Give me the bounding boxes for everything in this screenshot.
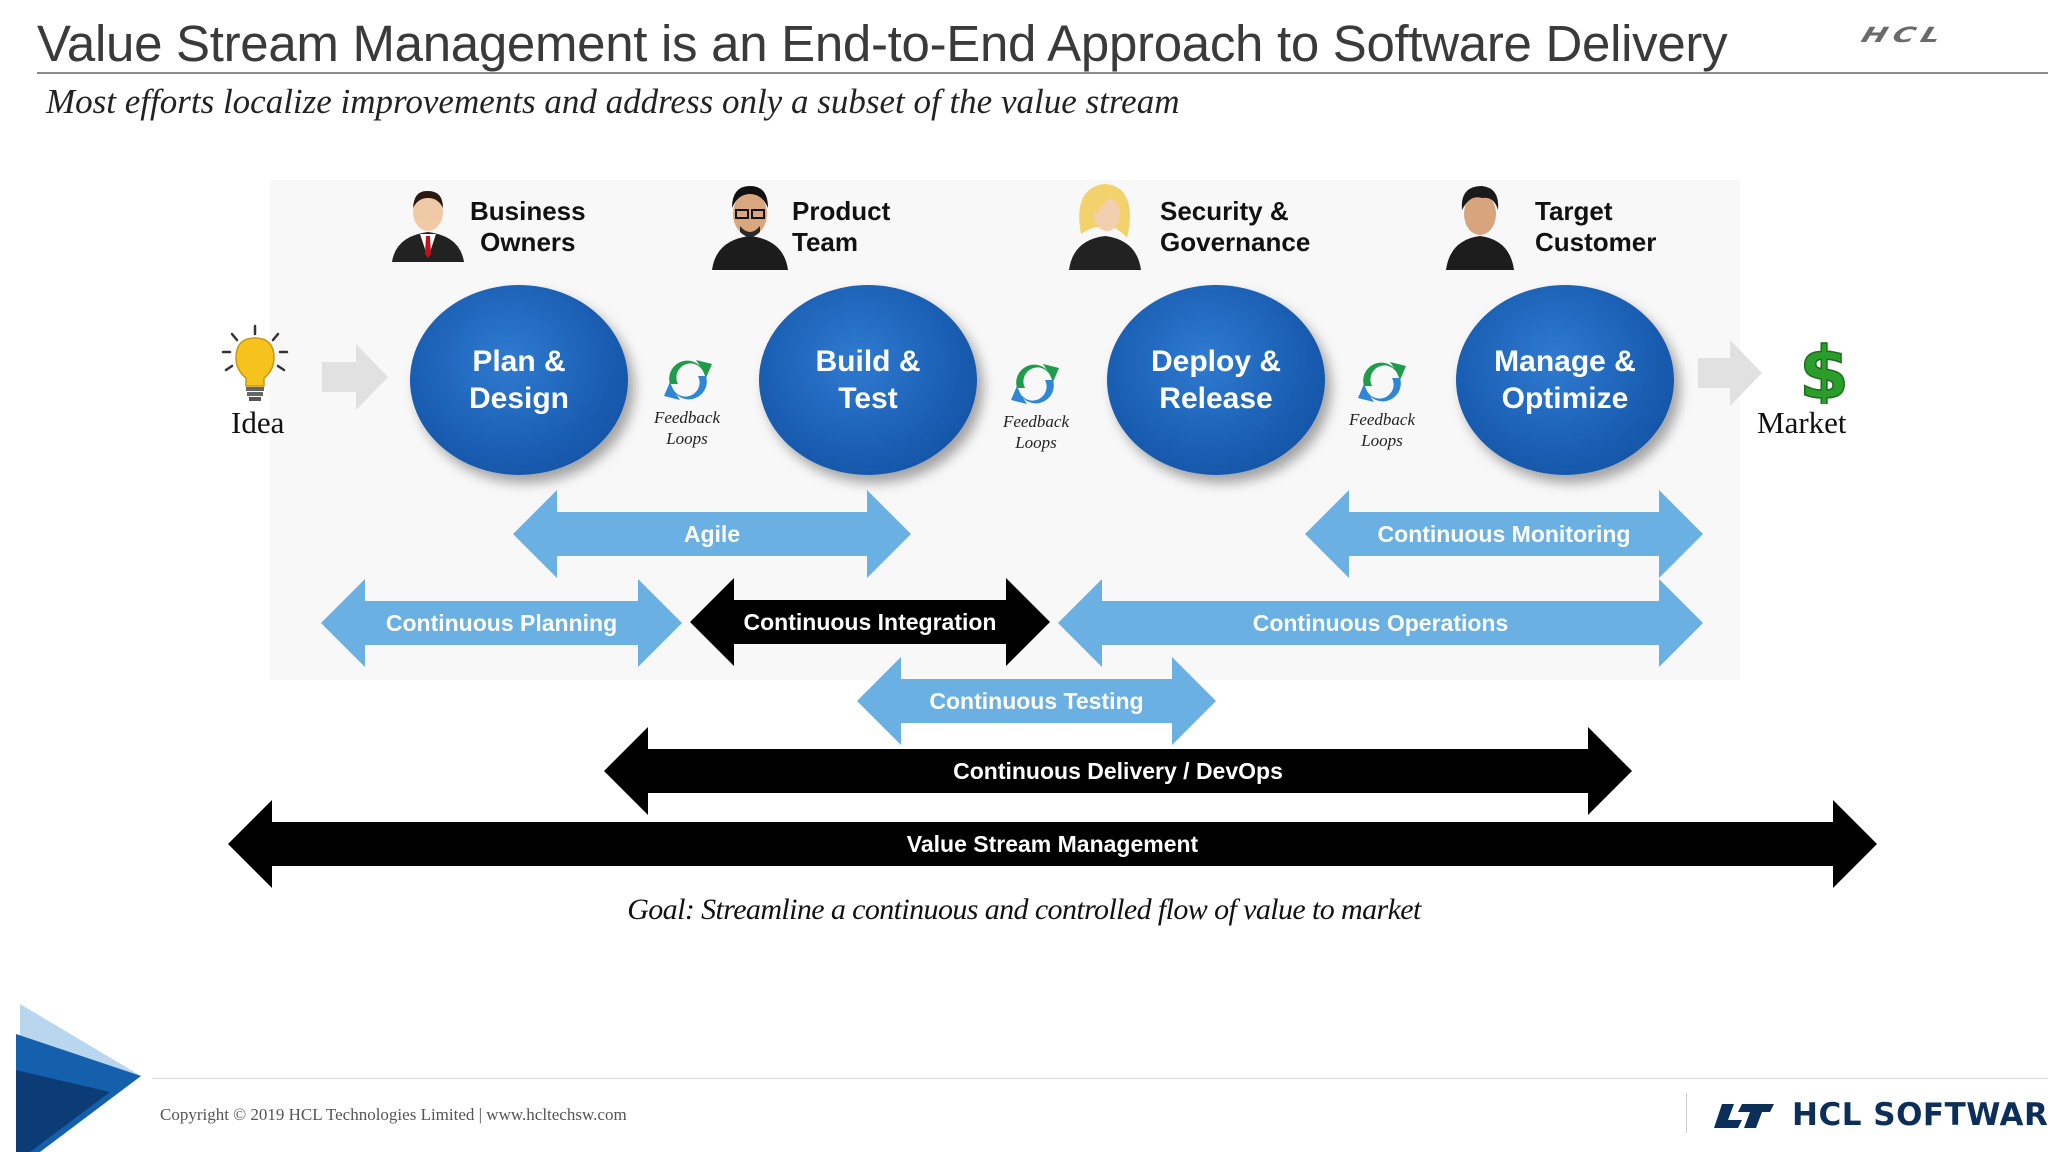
- page-subtitle: Most efforts localize improvements and a…: [46, 82, 1180, 121]
- continuous-planning-arrow: [321, 579, 682, 667]
- feedback-loop-icon: [664, 360, 712, 400]
- title-divider: [37, 72, 2048, 74]
- continuous-testing-label: Continuous Testing: [929, 687, 1144, 714]
- agile-label: Agile: [683, 520, 741, 547]
- footer-divider: [152, 1078, 2048, 1079]
- role-label-security-governance: Security &Governance: [1160, 196, 1311, 257]
- svg-text:$: $: [1799, 334, 1849, 404]
- flow-arrow-in: [322, 344, 388, 410]
- continuous-monitoring-label: Continuous Monitoring: [1377, 520, 1631, 547]
- footer-separator: [1686, 1093, 1687, 1133]
- continuous-monitoring-arrow: [1305, 490, 1703, 578]
- value-stream-management-arrow: [228, 800, 1877, 888]
- customer-avatar-icon: [1446, 186, 1514, 270]
- businessman-avatar-icon: [392, 190, 464, 262]
- continuous-operations-arrow: [1058, 579, 1703, 667]
- stage-build-test: Build &Test: [759, 285, 977, 475]
- dollar-sign-icon: $: [1798, 334, 1850, 404]
- developer-avatar-icon: [712, 186, 788, 270]
- copyright-text: Copyright © 2019 HCL Technologies Limite…: [160, 1105, 627, 1124]
- goal-statement: Goal: Streamline a continuous and contro…: [627, 893, 1421, 926]
- feedback-loop-icon: [1011, 364, 1059, 404]
- brand-name: HCL SOFTWARE: [1792, 1097, 2048, 1133]
- continuous-integration-label: Continuous Integration: [743, 608, 997, 635]
- continuous-delivery-arrow: [604, 727, 1632, 815]
- continuous-delivery-label: Continuous Delivery / DevOps: [953, 757, 1283, 784]
- agile-arrow: [513, 490, 911, 578]
- page-title: Value Stream Management is an End-to-End…: [37, 15, 1728, 72]
- continuous-planning-label: Continuous Planning: [385, 609, 618, 636]
- woman-avatar-icon: [1069, 184, 1141, 270]
- stage-plan-design: Plan &Design: [410, 285, 628, 475]
- value-stream-management-label: Value Stream Management: [906, 830, 1199, 857]
- continuous-operations-label: Continuous Operations: [1252, 609, 1509, 636]
- corner-triangle-decoration: [16, 1004, 141, 1152]
- stage-manage-optimize: Manage &Optimize: [1456, 285, 1674, 475]
- continuous-testing-arrow: [857, 657, 1216, 745]
- stage-deploy-release: Deploy &Release: [1107, 285, 1325, 475]
- hcl-logo: HCL: [1858, 23, 1951, 48]
- hcl-software-logo-icon: [1714, 1104, 1774, 1128]
- continuous-integration-arrow: [690, 578, 1050, 666]
- market-label: Market: [1757, 405, 1847, 440]
- flow-arrow-out: [1698, 340, 1762, 406]
- feedback-loop-icon: [1358, 362, 1406, 402]
- lightbulb-icon: [221, 324, 289, 401]
- idea-label: Idea: [231, 405, 285, 440]
